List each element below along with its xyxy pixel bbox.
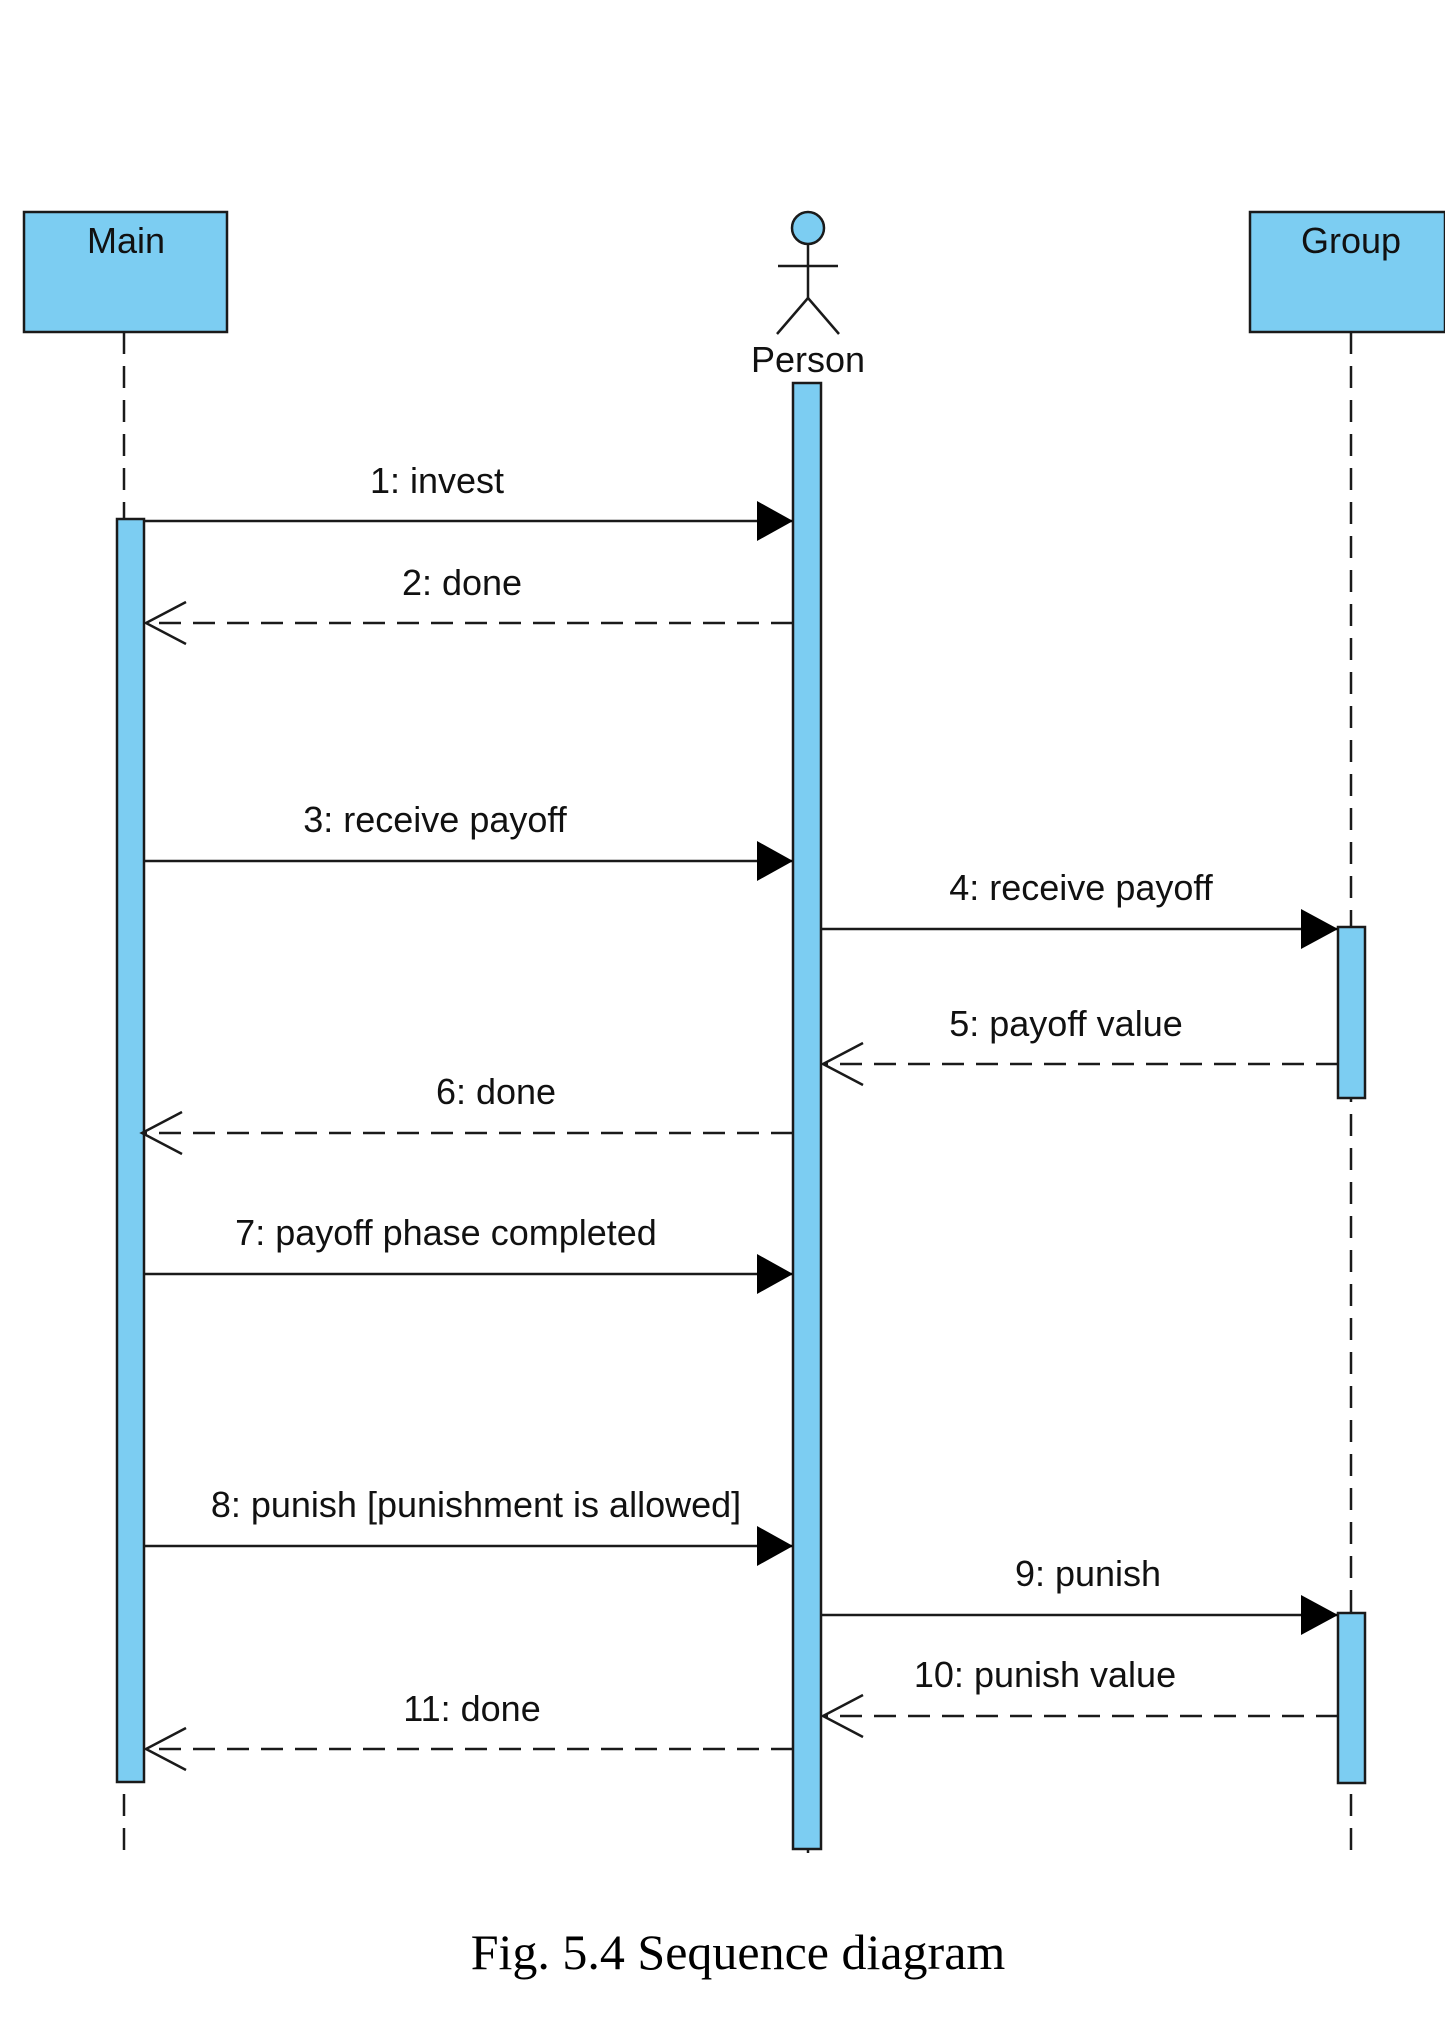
group-participant: Group: [1248, 210, 1445, 334]
message-receive-payoff-group: 4: receive payoff: [821, 867, 1338, 949]
person-label: Person: [751, 339, 865, 380]
message-label: 6: done: [436, 1071, 556, 1112]
person-activation-bar: [791, 381, 823, 1851]
message-label: 5: payoff value: [949, 1003, 1183, 1044]
group-box: [1248, 210, 1445, 334]
main-box: [22, 210, 229, 334]
main-activation-bar: [115, 517, 146, 1784]
person-actor-icon: [776, 210, 840, 335]
main-participant: Main: [22, 210, 229, 334]
message-done-return: 6: done: [139, 1071, 793, 1156]
message-punish-value-return: 10: punish value: [820, 1654, 1338, 1739]
message-label: 8: punish [punishment is allowed]: [211, 1484, 741, 1525]
message-receive-payoff: 3: receive payoff: [144, 799, 793, 881]
message-label: 9: punish: [1015, 1553, 1161, 1594]
message-label: 11: done: [403, 1688, 540, 1729]
person-actor-head: [790, 210, 826, 246]
message-label: 1: invest: [370, 460, 504, 501]
message-label: 10: punish value: [914, 1654, 1176, 1695]
group-label: Group: [1301, 220, 1401, 261]
main-label: Main: [87, 220, 165, 261]
group-activation-bar-1: [1336, 925, 1367, 1100]
message-done-return: 11: done: [143, 1688, 793, 1772]
message-punish-group: 9: punish: [821, 1553, 1338, 1635]
message-payoff-value-return: 5: payoff value: [820, 1003, 1338, 1087]
message-invest: 1: invest: [144, 460, 793, 541]
message-punish-guarded: 8: punish [punishment is allowed]: [144, 1484, 793, 1566]
message-label: 2: done: [402, 562, 522, 603]
message-done-return: 2: done: [143, 562, 793, 646]
group-activation-bar-2: [1336, 1611, 1367, 1785]
message-label: 3: receive payoff: [303, 799, 567, 840]
message-label: 7: payoff phase completed: [235, 1212, 657, 1253]
message-label: 4: receive payoff: [949, 867, 1213, 908]
message-payoff-phase-completed: 7: payoff phase completed: [144, 1212, 793, 1294]
figure-caption: Fig. 5.4 Sequence diagram: [471, 1924, 1006, 1980]
